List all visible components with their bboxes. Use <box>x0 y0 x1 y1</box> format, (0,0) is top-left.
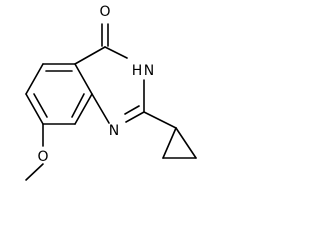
bond <box>74 63 93 95</box>
bond <box>162 127 177 159</box>
carbonyl-oxygen-label: O <box>99 4 110 20</box>
methoxy-oxygen-label: O <box>37 149 48 165</box>
bond <box>74 93 93 125</box>
bond <box>143 111 177 129</box>
ring-nitrogen-label: N <box>109 123 119 139</box>
bond <box>91 93 110 124</box>
bond <box>25 63 44 95</box>
bond <box>125 111 145 123</box>
aromatic-bond <box>33 93 48 118</box>
bond <box>175 127 197 159</box>
atom-labels: O H N N O <box>37 4 154 165</box>
chemical-structure: O H N N O <box>25 4 197 181</box>
skeletal-bonds <box>25 23 197 181</box>
double-bond <box>124 105 140 115</box>
aromatic-bond <box>71 93 85 118</box>
nh-nitrogen-label: N <box>144 63 154 79</box>
bond <box>104 46 128 59</box>
nh-hydrogen-label: H <box>132 63 143 79</box>
bond <box>25 163 44 181</box>
bond <box>25 93 44 125</box>
bond <box>74 46 106 65</box>
